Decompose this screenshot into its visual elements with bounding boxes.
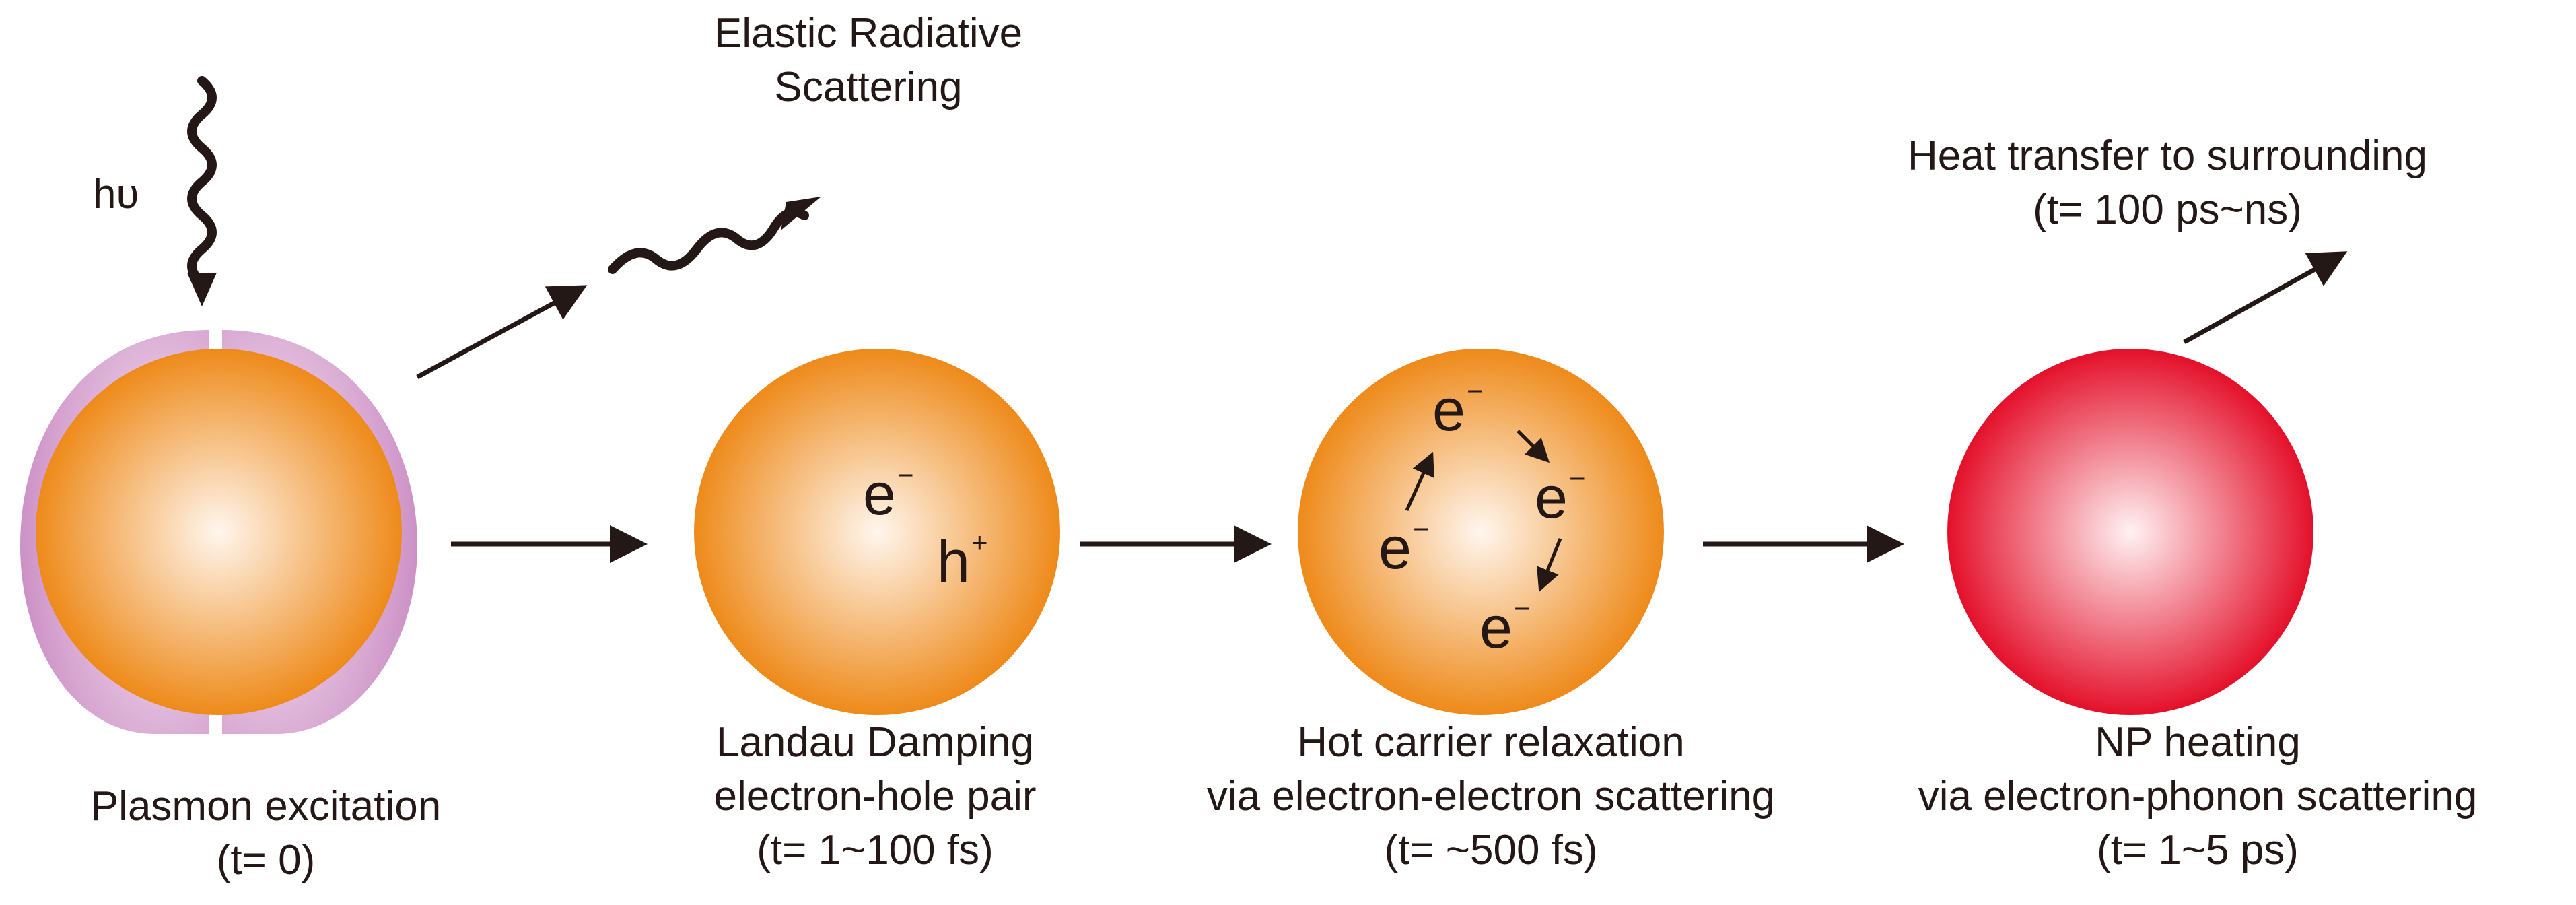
hot-carrier-electron-2-base: e — [1535, 464, 1568, 531]
hot-carrier-sphere — [1298, 349, 1664, 715]
heat-transfer-label: Heat transfer to surrounding (t= 100 ps~… — [1844, 129, 2491, 237]
stage-np-heating-line-3: (t= 1~5 ps) — [2097, 827, 2299, 873]
hot-carrier-electron-4-sup: − — [1513, 593, 1531, 624]
elastic-scattering-line-1: Elastic Radiative — [713, 10, 1023, 57]
stage-np-heating-line-2: via electron-phonon scattering — [1918, 773, 2478, 819]
hot-carrier-arrow-2 — [1517, 430, 1550, 463]
landau-electron-base: e — [863, 461, 896, 527]
incoming-photon-wave — [187, 76, 217, 288]
scattered-photon-arrowhead — [781, 197, 821, 230]
stage-np-heating-line-1: NP heating — [2095, 719, 2301, 766]
landau-sphere — [694, 349, 1060, 715]
elastic-scattering-line-2: Scattering — [774, 64, 963, 110]
hot-carrier-electron-3-base: e — [1379, 514, 1412, 581]
hot-carrier-electron-3-sup: − — [1412, 513, 1430, 545]
hot-carrier-electron-4-base: e — [1480, 594, 1512, 661]
landau-electron-sup: − — [897, 459, 914, 491]
scattered-photon-wave — [608, 207, 809, 274]
stage-hot-carrier-line-3: (t= ~500 fs) — [1384, 827, 1598, 873]
landau-hole-base: h — [937, 528, 970, 595]
stage-hot-carrier-line-2: via electron-electron scattering — [1206, 773, 1776, 819]
stage-label-np-heating: NP heating via electron-phonon scatterin… — [1844, 716, 2551, 877]
hot-carrier-electron-4: e− — [1480, 595, 1530, 657]
incoming-photon-arrowhead — [187, 273, 217, 306]
heat-transfer-line-2: (t= 100 ps~ns) — [2033, 187, 2302, 233]
photon-energy-label: hυ — [93, 171, 139, 217]
hot-carrier-electron-2-sup: − — [1568, 463, 1586, 494]
stage-landau-line-2: electron-hole pair — [713, 773, 1037, 819]
stage-label-hot-carrier: Hot carrier relaxation via electron-elec… — [1154, 716, 1827, 877]
elastic-scattering-label: Elastic Radiative Scattering — [680, 7, 1057, 114]
arrow-to-heat-transfer — [2183, 251, 2348, 345]
hot-carrier-electron-3: e− — [1379, 515, 1429, 578]
hot-carrier-electron-2: e− — [1535, 465, 1585, 527]
hot-carrier-electron-1-sup: − — [1466, 375, 1484, 407]
hot-carrier-electron-1-base: e — [1432, 376, 1465, 443]
stage-plasmon-line-2: (t= 0) — [216, 837, 316, 883]
landau-hole-sup: + — [971, 527, 988, 558]
landau-hole-symbol: h+ — [937, 529, 987, 591]
stage-plasmon-line-1: Plasmon excitation — [90, 783, 442, 830]
stage-landau-line-3: (t= 1~100 fs) — [757, 827, 994, 873]
hot-carrier-arrow-3 — [1537, 538, 1562, 593]
arrow-to-elastic-scattering — [416, 285, 588, 380]
landau-electron-symbol: e− — [863, 461, 913, 524]
plasmon-sphere — [36, 349, 402, 715]
hot-carrier-electron-1: e− — [1432, 377, 1483, 440]
stage-hot-carrier-line-1: Hot carrier relaxation — [1297, 719, 1685, 766]
np-heating-sphere — [1947, 349, 2313, 715]
heat-transfer-line-1: Heat transfer to surrounding — [1908, 133, 2427, 179]
stage-landau-line-1: Landau Damping — [716, 719, 1035, 766]
hot-carrier-arrow-1 — [1405, 451, 1434, 512]
stage-label-landau: Landau Damping electron-hole pair (t= 1~… — [633, 716, 1117, 877]
stage-label-plasmon: Plasmon excitation (t= 0) — [17, 780, 515, 887]
